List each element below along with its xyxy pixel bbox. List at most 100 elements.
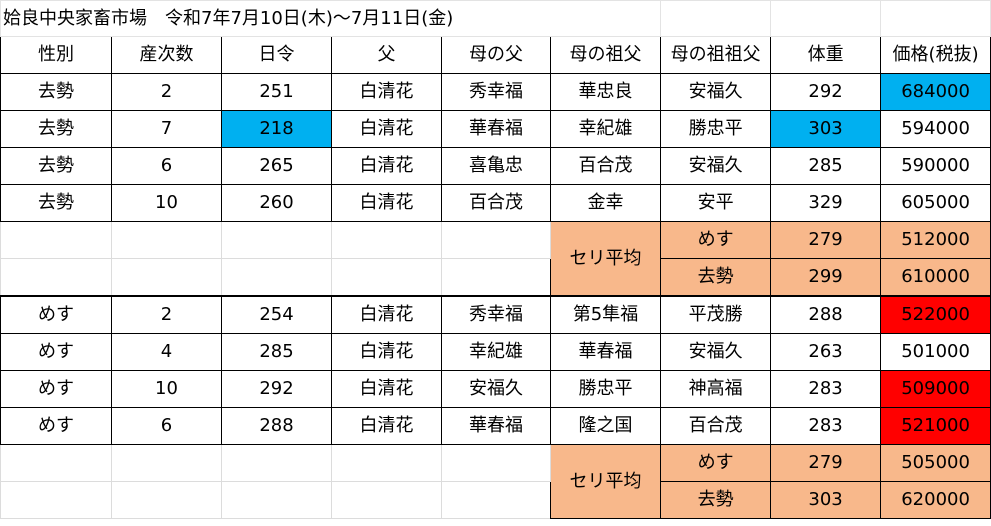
average-sex-castrated[interactable]: 去勢 bbox=[660, 481, 772, 519]
cell-dam-great-grandsire[interactable]: 平茂勝 bbox=[660, 295, 772, 334]
cell-parity[interactable]: 2 bbox=[111, 73, 222, 111]
cell-dam-great-grandsire[interactable]: 百合茂 bbox=[660, 407, 772, 445]
empty-cell[interactable] bbox=[441, 481, 551, 519]
average-weight-female[interactable]: 279 bbox=[770, 444, 882, 482]
empty-cell[interactable] bbox=[111, 221, 222, 259]
average-weight-castrated[interactable]: 299 bbox=[770, 258, 882, 297]
average-weight-castrated[interactable]: 303 bbox=[770, 481, 882, 519]
sheet-title[interactable]: 姶良中央家畜市場 令和7年7月10日(木)〜7月11日(金) bbox=[0, 0, 662, 37]
cell-sire[interactable]: 白清花 bbox=[331, 333, 442, 371]
cell-dam-grandsire[interactable]: 華忠良 bbox=[549, 73, 662, 111]
cell-parity[interactable]: 6 bbox=[111, 147, 222, 185]
cell-dam-grandsire[interactable]: 隆之国 bbox=[549, 407, 662, 445]
cell-sex[interactable]: めす bbox=[0, 295, 112, 334]
cell-age-days[interactable]: 288 bbox=[221, 407, 332, 445]
cell-dam-sire[interactable]: 秀幸福 bbox=[441, 73, 551, 111]
cell-age-days[interactable]: 285 bbox=[221, 333, 332, 371]
cell-weight[interactable]: 288 bbox=[770, 295, 882, 334]
header-parity[interactable]: 産次数 bbox=[111, 36, 222, 74]
empty-cell[interactable] bbox=[441, 444, 551, 482]
cell-sire[interactable]: 白清花 bbox=[331, 370, 442, 408]
cell-dam-grandsire[interactable]: 金幸 bbox=[549, 184, 662, 222]
cell-dam-great-grandsire[interactable]: 安福久 bbox=[660, 333, 772, 371]
average-sex-castrated[interactable]: 去勢 bbox=[660, 258, 772, 297]
cell-weight[interactable]: 263 bbox=[770, 333, 882, 371]
empty-cell[interactable] bbox=[331, 481, 442, 519]
empty-cell[interactable] bbox=[770, 0, 882, 37]
empty-cell[interactable] bbox=[221, 444, 332, 482]
cell-sex[interactable]: めす bbox=[0, 407, 112, 445]
header-dam-sire[interactable]: 母の父 bbox=[441, 36, 551, 74]
cell-price-highlight[interactable]: 522000 bbox=[880, 295, 991, 334]
cell-sex[interactable]: 去勢 bbox=[0, 110, 112, 148]
cell-parity[interactable]: 4 bbox=[111, 333, 222, 371]
header-dam-grandsire[interactable]: 母の祖父 bbox=[549, 36, 662, 74]
cell-sire[interactable]: 白清花 bbox=[331, 184, 442, 222]
header-age-days[interactable]: 日令 bbox=[221, 36, 332, 74]
cell-dam-sire[interactable]: 安福久 bbox=[441, 370, 551, 408]
cell-price[interactable]: 594000 bbox=[880, 110, 991, 148]
cell-sex[interactable]: 去勢 bbox=[0, 184, 112, 222]
cell-weight[interactable]: 292 bbox=[770, 73, 882, 111]
cell-weight[interactable]: 285 bbox=[770, 147, 882, 185]
cell-sex[interactable]: 去勢 bbox=[0, 147, 112, 185]
cell-weight[interactable]: 329 bbox=[770, 184, 882, 222]
cell-weight[interactable]: 283 bbox=[770, 407, 882, 445]
cell-dam-sire[interactable]: 華春福 bbox=[441, 110, 551, 148]
auction-average-label[interactable]: セリ平均 bbox=[549, 221, 662, 297]
empty-cell[interactable] bbox=[0, 444, 112, 482]
cell-dam-grandsire[interactable]: 勝忠平 bbox=[549, 370, 662, 408]
empty-cell[interactable] bbox=[111, 444, 222, 482]
empty-cell[interactable] bbox=[331, 444, 442, 482]
cell-weight-highlight[interactable]: 303 bbox=[770, 110, 882, 148]
cell-sire[interactable]: 白清花 bbox=[331, 407, 442, 445]
cell-sire[interactable]: 白清花 bbox=[331, 73, 442, 111]
cell-parity[interactable]: 7 bbox=[111, 110, 222, 148]
cell-parity[interactable]: 10 bbox=[111, 370, 222, 408]
header-sex[interactable]: 性別 bbox=[0, 36, 112, 74]
empty-cell[interactable] bbox=[0, 258, 112, 297]
cell-dam-sire[interactable]: 百合茂 bbox=[441, 184, 551, 222]
cell-dam-great-grandsire[interactable]: 安福久 bbox=[660, 147, 772, 185]
header-price[interactable]: 価格(税抜) bbox=[880, 36, 991, 74]
empty-cell[interactable] bbox=[441, 221, 551, 259]
cell-dam-sire[interactable]: 喜亀忠 bbox=[441, 147, 551, 185]
cell-dam-grandsire[interactable]: 百合茂 bbox=[549, 147, 662, 185]
average-price-castrated[interactable]: 620000 bbox=[880, 481, 991, 519]
cell-price-highlight[interactable]: 684000 bbox=[880, 73, 991, 111]
cell-age-days[interactable]: 265 bbox=[221, 147, 332, 185]
cell-age-days[interactable]: 292 bbox=[221, 370, 332, 408]
empty-cell[interactable] bbox=[660, 0, 772, 37]
cell-price[interactable]: 590000 bbox=[880, 147, 991, 185]
header-sire[interactable]: 父 bbox=[331, 36, 442, 74]
cell-sire[interactable]: 白清花 bbox=[331, 110, 442, 148]
cell-dam-great-grandsire[interactable]: 安福久 bbox=[660, 73, 772, 111]
cell-age-days[interactable]: 260 bbox=[221, 184, 332, 222]
cell-dam-grandsire[interactable]: 華春福 bbox=[549, 333, 662, 371]
cell-price-highlight[interactable]: 509000 bbox=[880, 370, 991, 408]
cell-age-days[interactable]: 254 bbox=[221, 295, 332, 334]
cell-price-highlight[interactable]: 521000 bbox=[880, 407, 991, 445]
average-weight-female[interactable]: 279 bbox=[770, 221, 882, 259]
cell-price[interactable]: 605000 bbox=[880, 184, 991, 222]
cell-sex[interactable]: めす bbox=[0, 333, 112, 371]
cell-parity[interactable]: 10 bbox=[111, 184, 222, 222]
cell-price[interactable]: 501000 bbox=[880, 333, 991, 371]
cell-sex[interactable]: めす bbox=[0, 370, 112, 408]
cell-sire[interactable]: 白清花 bbox=[331, 295, 442, 334]
cell-sire[interactable]: 白清花 bbox=[331, 147, 442, 185]
average-price-female[interactable]: 512000 bbox=[880, 221, 991, 259]
empty-cell[interactable] bbox=[441, 258, 551, 297]
cell-parity[interactable]: 6 bbox=[111, 407, 222, 445]
auction-average-label[interactable]: セリ平均 bbox=[549, 444, 662, 519]
empty-cell[interactable] bbox=[0, 221, 112, 259]
header-dam-great-grandsire[interactable]: 母の祖祖父 bbox=[660, 36, 772, 74]
cell-sex[interactable]: 去勢 bbox=[0, 73, 112, 111]
cell-dam-sire[interactable]: 秀幸福 bbox=[441, 295, 551, 334]
empty-cell[interactable] bbox=[221, 258, 332, 297]
empty-cell[interactable] bbox=[221, 481, 332, 519]
cell-dam-great-grandsire[interactable]: 神高福 bbox=[660, 370, 772, 408]
empty-cell[interactable] bbox=[111, 481, 222, 519]
header-weight[interactable]: 体重 bbox=[770, 36, 882, 74]
average-sex-female[interactable]: めす bbox=[660, 221, 772, 259]
